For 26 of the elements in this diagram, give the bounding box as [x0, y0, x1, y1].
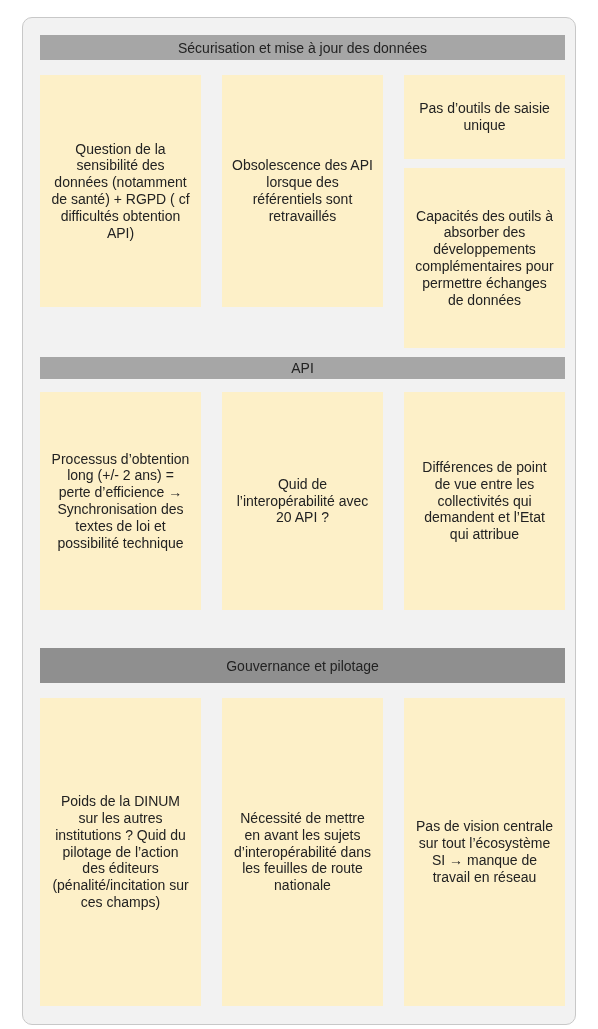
issue-card: [40, 392, 201, 610]
issue-card: [40, 698, 201, 1006]
issue-card: [222, 392, 383, 610]
issue-text: Question de la sensibilité des données (notamment de santé) + RGPD ( cf difficultés obtention API): [50, 140, 191, 242]
issue-card: [404, 392, 565, 610]
issue-card: [222, 75, 383, 307]
issue-card: [404, 168, 565, 348]
issue-text: Nécessité de mettre en avant les sujets d’interopérabilité dans les feuilles de route nationale: [233, 810, 372, 894]
issue-card: [40, 75, 201, 307]
issue-text: Différences de point de vue entre les collectivités qui demandent et l’Etat qui attribue: [421, 459, 548, 543]
issue-text: Pas de vision centrale sur tout l’écosystème SI → manque de travail en réseau: [415, 818, 554, 886]
section-title: API: [291, 360, 314, 376]
section-header-bar: [40, 357, 565, 379]
issue-card: [222, 698, 383, 1006]
section-title: Sécurisation et mise à jour des données: [177, 39, 427, 56]
issue-text: Obsolescence des API lorsque des référentiels sont retravaillés: [232, 157, 373, 225]
issue-text: Quid de l’interopérabilité avec 20 API ?: [235, 475, 370, 527]
issue-text: Processus d’obtention long (+/- 2 ans) = perte d’efficience → Synchronisation des textes de loi et possibilité technique: [50, 450, 191, 552]
issue-text: Poids de la DINUM sur les autres institutions ? Quid du pilotage de l’action des éditeurs (pénalité/incitation sur ces champs): [51, 793, 190, 911]
section-header-bar: [40, 35, 565, 60]
section-header-bar: [40, 648, 565, 683]
issue-text: Pas d’outils de saisie unique: [418, 100, 551, 134]
issue-card: [404, 698, 565, 1006]
issue-text: Capacités des outils à absorber des développements complémentaires pour permettre échanges de données: [414, 207, 555, 309]
issue-card: [404, 75, 565, 159]
section-title: Gouvernance et pilotage: [226, 657, 379, 674]
